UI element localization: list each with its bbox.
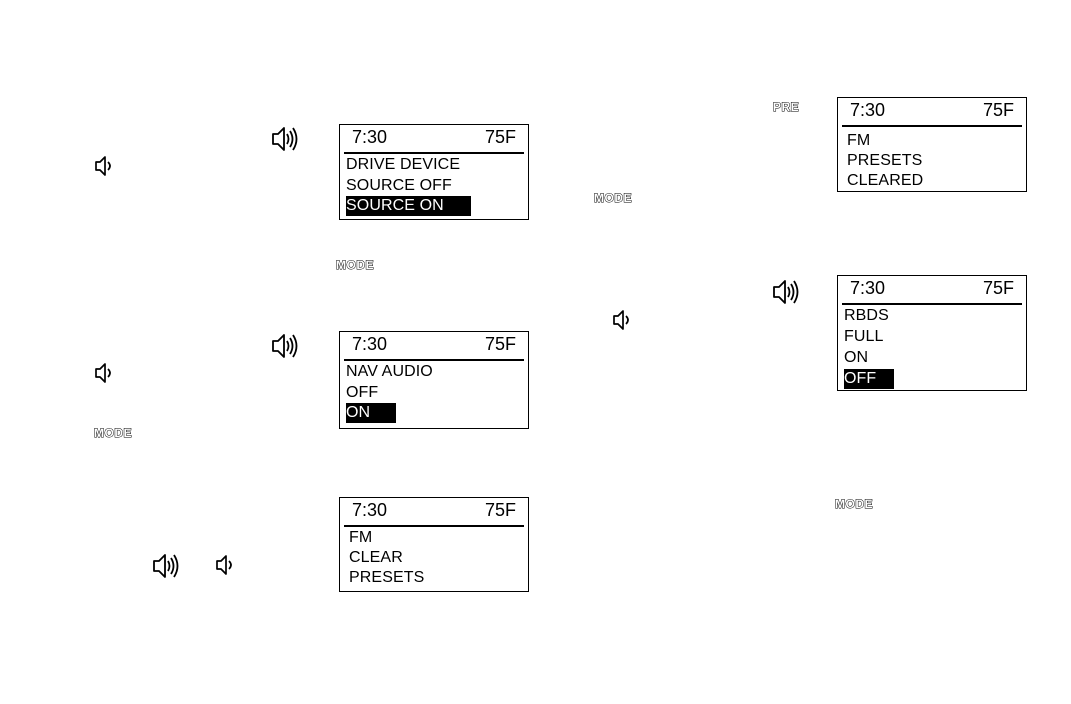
volume-down-icon xyxy=(613,310,629,330)
volume-down-icon xyxy=(216,555,232,575)
display-drive-device: 7:30 75F DRIVE DEVICE SOURCE OFF SOURCE … xyxy=(339,124,529,220)
display-line-selected: SOURCE ON xyxy=(346,196,471,216)
display-line-option: FULL xyxy=(844,328,884,345)
display-divider xyxy=(842,125,1022,127)
volume-down-icon xyxy=(95,156,111,176)
display-divider xyxy=(344,359,524,361)
pre-button-label: PRE xyxy=(772,100,800,115)
mode-button-label: MODE xyxy=(94,426,133,441)
display-line-title: DRIVE DEVICE xyxy=(346,156,461,173)
volume-up-icon xyxy=(773,280,799,304)
display-divider xyxy=(842,303,1022,305)
mode-button-label: MODE xyxy=(594,191,633,206)
display-time: 7:30 xyxy=(850,278,886,298)
display-temperature: 75F xyxy=(982,100,1014,120)
display-line-option: SOURCE OFF xyxy=(346,177,452,194)
display-nav-audio: 7:30 75F NAV AUDIO OFF ON xyxy=(339,331,529,429)
display-line-option: OFF xyxy=(346,384,379,401)
display-line-selected: OFF xyxy=(844,369,894,389)
display-line-option: CLEAR xyxy=(349,549,403,566)
display-header: 7:30 75F xyxy=(340,125,528,153)
display-temperature: 75F xyxy=(484,127,516,147)
display-temperature: 75F xyxy=(982,278,1014,298)
volume-up-icon xyxy=(272,127,298,151)
mode-button-label: MODE xyxy=(835,497,874,512)
display-time: 7:30 xyxy=(352,500,388,520)
display-line-option: CLEARED xyxy=(847,172,924,189)
display-line-option: ON xyxy=(844,349,869,366)
volume-up-icon xyxy=(153,554,179,578)
display-temperature: 75F xyxy=(484,500,516,520)
display-line-title: NAV AUDIO xyxy=(346,363,433,380)
display-line-selected: ON xyxy=(346,403,396,423)
display-presets-cleared: 7:30 75F FM PRESETS CLEARED xyxy=(837,97,1027,192)
mode-button-label: MODE xyxy=(336,258,375,273)
display-line-option: PRESETS xyxy=(349,569,425,586)
volume-up-icon xyxy=(272,334,298,358)
display-divider xyxy=(344,152,524,154)
display-header: 7:30 75F xyxy=(838,276,1026,304)
display-header: 7:30 75F xyxy=(340,332,528,360)
display-divider xyxy=(344,525,524,527)
volume-down-icon xyxy=(95,363,111,383)
display-line-option: PRESETS xyxy=(847,152,923,169)
display-header: 7:30 75F xyxy=(340,498,528,526)
display-time: 7:30 xyxy=(352,127,388,147)
display-line-title: FM xyxy=(349,529,373,546)
display-line-title: RBDS xyxy=(844,307,889,324)
display-temperature: 75F xyxy=(484,334,516,354)
display-line-title: FM xyxy=(847,132,871,149)
display-header: 7:30 75F xyxy=(838,98,1026,126)
display-rbds: 7:30 75F RBDS FULL ON OFF xyxy=(837,275,1027,391)
display-time: 7:30 xyxy=(850,100,886,120)
display-clear-presets: 7:30 75F FM CLEAR PRESETS xyxy=(339,497,529,592)
display-time: 7:30 xyxy=(352,334,388,354)
